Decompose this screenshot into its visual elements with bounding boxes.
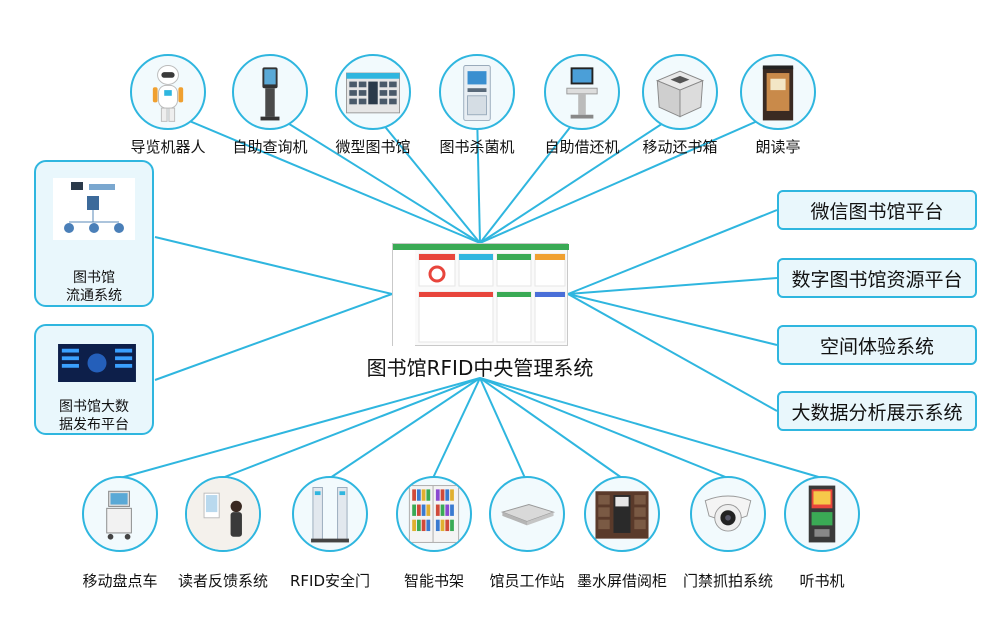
device-label-robot: 导览机器人: [130, 138, 206, 156]
device-label-reading-booth: 朗读亭: [755, 138, 801, 156]
device-audiobook: [784, 476, 860, 552]
device-label-bookshelf: 智能书架: [403, 572, 464, 590]
central-system-title: 图书馆RFID中央管理系统: [366, 356, 594, 380]
device-security-gate: [292, 476, 368, 552]
locker-icon: [595, 491, 649, 539]
device-mini-library: [335, 54, 411, 130]
platform-space-experience: 空间体验系统: [777, 325, 977, 365]
central-management-screenshot: [392, 243, 569, 347]
dashboard-screenshot-icon: [393, 244, 569, 347]
bookshelf-icon: [408, 485, 460, 543]
platform-wechat-library: 微信图书馆平台: [777, 190, 977, 230]
device-camera: [690, 476, 766, 552]
device-kiosk: [232, 54, 308, 130]
device-reading-booth: [740, 54, 816, 130]
left-system-label-line1: 图书馆: [73, 270, 115, 286]
device-label-security-gate: RFID安全门: [289, 572, 371, 590]
device-robot: [130, 54, 206, 130]
left-system-circulation: 图书馆 流通系统: [34, 160, 154, 307]
platform-bigdata-analysis: 大数据分析展示系统: [777, 391, 977, 431]
inventory-cart-icon: [106, 490, 132, 540]
sterilizer-icon: [463, 65, 491, 121]
left-system-label-line1: 图书馆大数: [59, 399, 129, 415]
camera-icon: [704, 495, 752, 532]
device-label-kiosk: 自助查询机: [232, 138, 308, 156]
device-bookshelf: [396, 476, 472, 552]
self-service-icon: [566, 67, 598, 119]
workstation-icon: [500, 504, 556, 526]
dashboard-icon: [58, 344, 136, 382]
device-label-inventory-cart: 移动盘点车: [82, 572, 158, 590]
device-label-camera: 门禁抓拍系统: [682, 572, 773, 590]
device-label-audiobook: 听书机: [799, 572, 845, 590]
robot-icon: [152, 65, 184, 122]
device-label-locker: 墨水屏借阅柜: [576, 572, 667, 590]
device-label-workstation: 馆员工作站: [489, 572, 565, 590]
network-diagram-icon: [53, 178, 135, 240]
device-label-feedback: 读者反馈系统: [177, 572, 268, 590]
left-system-label-line2: 流通系统: [66, 288, 122, 304]
device-label-mini-library: 微型图书馆: [335, 138, 411, 156]
device-sterilizer: [439, 54, 515, 130]
device-label-self-service: 自助借还机: [544, 138, 620, 156]
mini-library-icon: [346, 72, 400, 114]
left-system-bigdata: 图书馆大数 据发布平台: [34, 324, 154, 435]
device-feedback: [185, 476, 261, 552]
device-return-box: [642, 54, 718, 130]
platform-digital-resources: 数字图书馆资源平台: [777, 258, 977, 298]
device-workstation: [489, 476, 565, 552]
reading-booth-icon: [762, 65, 794, 121]
return-box-icon: [656, 70, 704, 118]
feedback-icon: [187, 478, 259, 550]
device-inventory-cart: [82, 476, 158, 552]
device-label-return-box: 移动还书箱: [642, 138, 718, 156]
device-self-service: [544, 54, 620, 130]
device-locker: [584, 476, 660, 552]
left-system-label-line2: 据发布平台: [59, 417, 129, 433]
device-label-sterilizer: 图书杀菌机: [439, 138, 515, 156]
security-gate-icon: [311, 487, 349, 543]
kiosk-icon: [260, 67, 280, 121]
audiobook-icon: [808, 485, 836, 543]
